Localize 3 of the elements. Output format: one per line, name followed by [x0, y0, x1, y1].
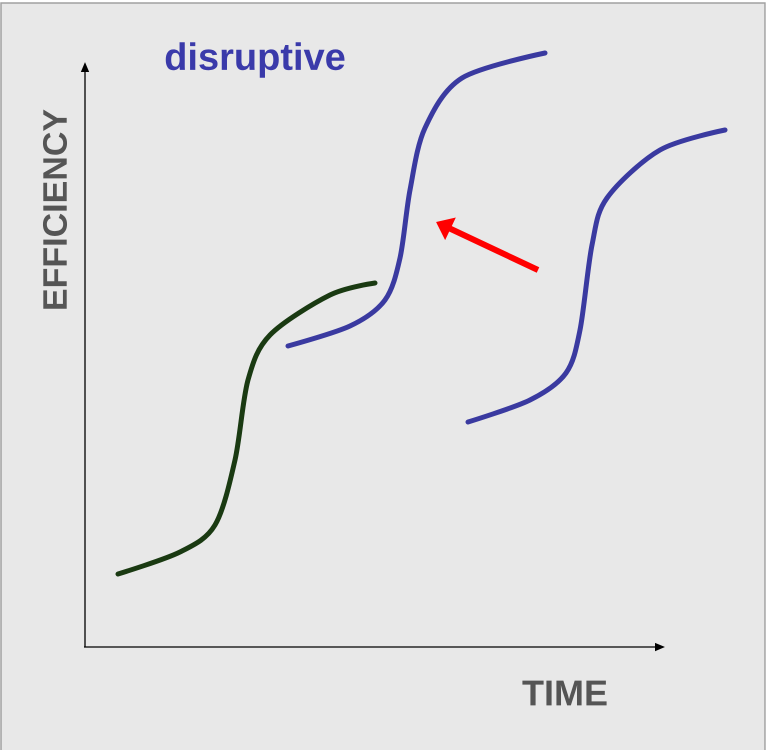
heading-label: disruptive	[166, 42, 345, 78]
axis-label: TIME	[522, 680, 607, 706]
axis-label: EFFICIENCY	[42, 109, 68, 309]
